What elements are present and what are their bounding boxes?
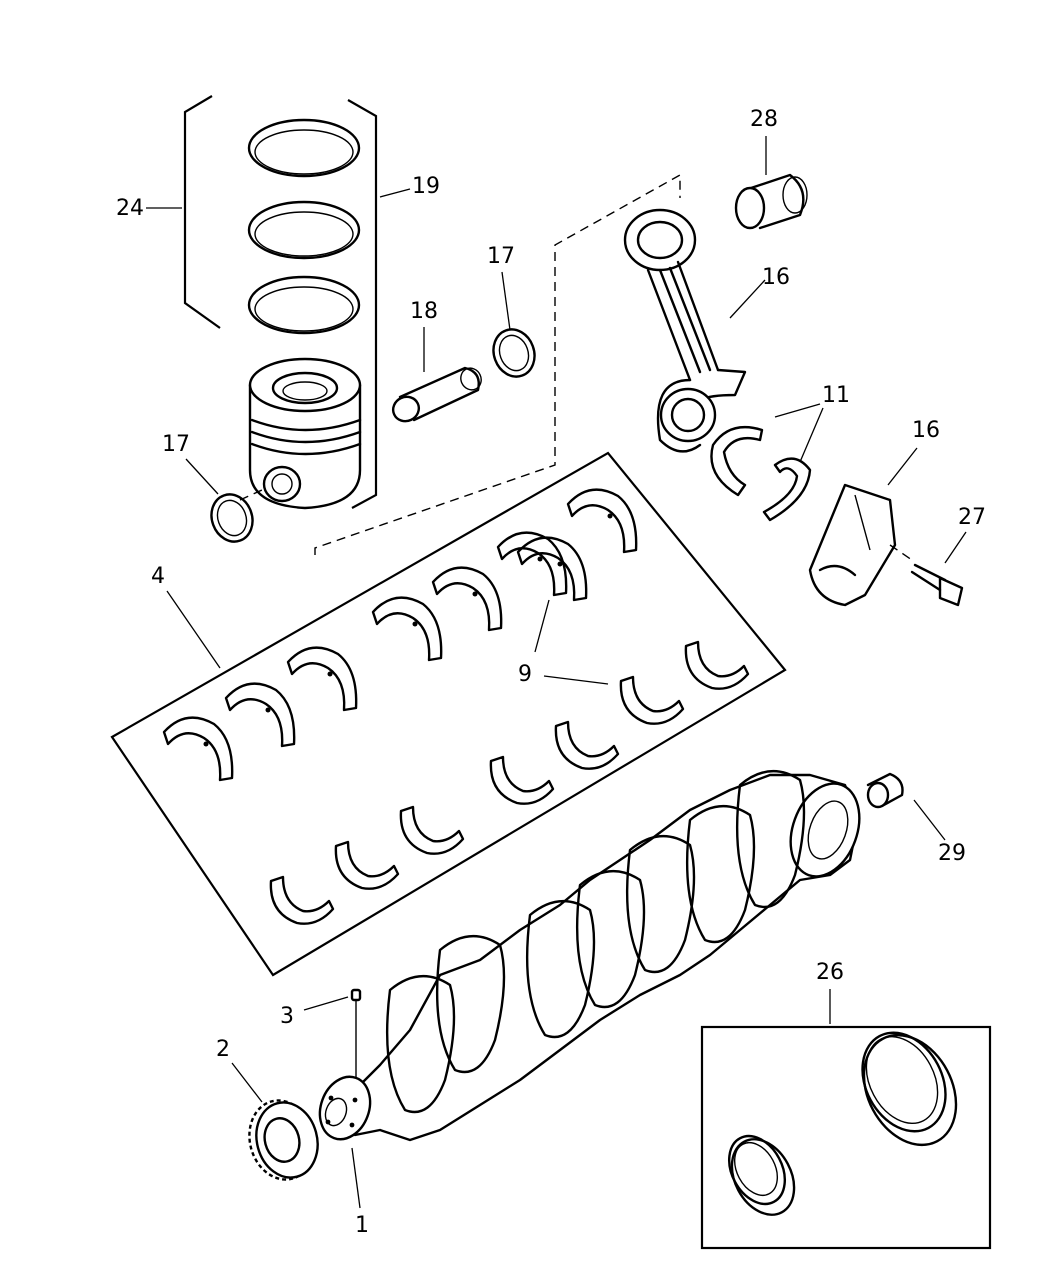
- connecting-rod: [623, 208, 747, 453]
- callout-1: 1: [355, 1213, 369, 1238]
- callout-17-upper: 17: [487, 244, 515, 269]
- piston-rings: [247, 118, 361, 335]
- crank-web: [575, 869, 646, 1009]
- crank-web: [435, 934, 506, 1074]
- callout-26: 26: [816, 960, 844, 985]
- piston: [248, 357, 362, 510]
- callout-16-cap: 16: [912, 418, 940, 443]
- bearing-oil-hole: [607, 513, 613, 519]
- pilot-bushing: [866, 772, 904, 809]
- bearing-shell-upper: [371, 596, 443, 662]
- callout-28: 28: [750, 107, 778, 132]
- bearing-oil-hole: [537, 556, 543, 562]
- callout-24: 24: [116, 196, 144, 221]
- crank-web: [625, 834, 696, 974]
- bearing-oil-hole: [327, 671, 333, 677]
- main-bearings-box: [110, 451, 787, 977]
- bearing-oil-hole: [203, 741, 209, 747]
- bearing-shell-lower: [619, 675, 685, 725]
- callout-11: 11: [822, 383, 850, 408]
- bearing-shell-lower: [334, 840, 400, 890]
- piston-pin: [391, 366, 482, 423]
- bearing-shell-lower: [554, 720, 620, 770]
- dowel-pin: [350, 988, 362, 1078]
- seals-box: [700, 1025, 992, 1250]
- bearing-oil-hole: [557, 561, 563, 567]
- bearing-shell-upper: [286, 646, 358, 712]
- callout-18: 18: [410, 299, 438, 324]
- callout-19: 19: [412, 174, 440, 199]
- crank-web: [385, 974, 456, 1114]
- callout-17-lower: 17: [162, 432, 190, 457]
- main-bearing-shells: [162, 488, 750, 925]
- leader-lines: [146, 136, 967, 1209]
- bearing-oil-hole: [412, 621, 418, 627]
- bearing-shell-lower: [269, 875, 335, 925]
- crank-web: [685, 804, 756, 944]
- crankshaft: [318, 769, 861, 1142]
- bearing-oil-hole: [265, 707, 271, 713]
- bearing-shell-upper: [516, 536, 588, 602]
- bearing-shell-upper: [431, 566, 503, 632]
- bearing-shell-upper: [224, 682, 296, 748]
- callout-27: 27: [958, 505, 986, 530]
- rod-bushing: [734, 173, 808, 230]
- callout-3: 3: [280, 1004, 294, 1029]
- bearing-shell-upper: [566, 488, 638, 554]
- bearing-shell-lower: [489, 755, 555, 805]
- callout-29: 29: [938, 841, 966, 866]
- rod-bolt: [889, 544, 964, 607]
- assembly-dashed-line: [239, 173, 681, 555]
- crankshaft-gear: [248, 1099, 319, 1181]
- callout-9: 9: [518, 662, 532, 687]
- callout-2: 2: [216, 1037, 230, 1062]
- bearing-shell-lower: [399, 805, 465, 855]
- rod-cap: [808, 483, 897, 607]
- crank-web: [525, 899, 596, 1039]
- callout-16-rod: 16: [762, 265, 790, 290]
- snap-rings: [210, 328, 536, 543]
- crank-web: [735, 769, 806, 909]
- bearing-shell-lower: [684, 640, 750, 690]
- piston-ring-bracket: [183, 95, 378, 509]
- callout-4: 4: [151, 564, 165, 589]
- bearing-shell-upper: [162, 716, 234, 782]
- bearing-oil-hole: [472, 591, 478, 597]
- rod-bearings: [710, 425, 812, 522]
